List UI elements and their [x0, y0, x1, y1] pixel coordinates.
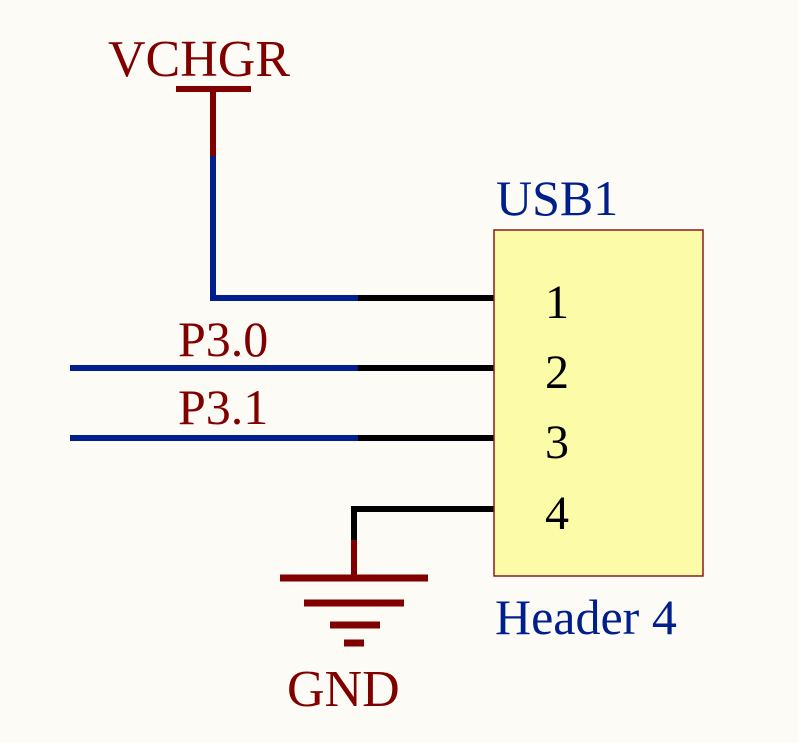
net-p3-0[interactable]: P3.0	[70, 311, 358, 371]
vchgr-label: VCHGR	[108, 31, 290, 88]
component-usb1[interactable]: USB1 Header 4 1 2 3 4	[493, 170, 704, 645]
net-label-p3-0: P3.0	[178, 311, 268, 367]
gnd-power-port[interactable]: GND	[280, 540, 428, 718]
vchgr-power-port[interactable]: VCHGR	[108, 31, 290, 156]
component-designator: USB1	[496, 170, 618, 226]
gnd-label: GND	[287, 661, 400, 718]
net-label-p3-1: P3.1	[178, 379, 268, 435]
pin-number-4: 4	[545, 487, 569, 540]
component-body	[493, 229, 704, 577]
pin-4-stub[interactable]	[351, 506, 496, 576]
component-pins	[351, 295, 496, 576]
pin-number-2: 2	[545, 346, 569, 399]
wire-vchgr-to-pin1[interactable]	[210, 156, 358, 301]
component-comment: Header 4	[495, 589, 677, 645]
pin-number-1: 1	[545, 276, 569, 329]
pin-number-3: 3	[545, 416, 569, 469]
net-p3-1[interactable]: P3.1	[70, 379, 358, 441]
